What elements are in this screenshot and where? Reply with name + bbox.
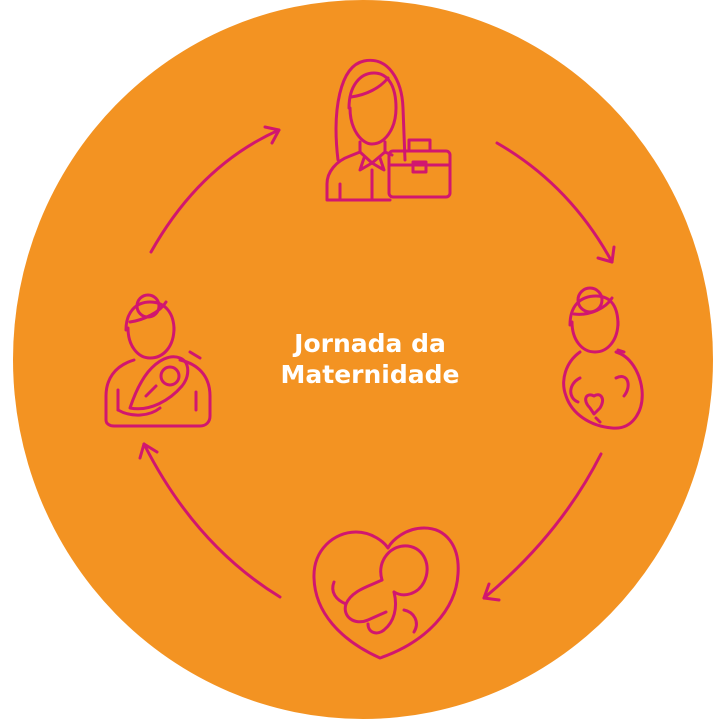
center-title-line-2: Maternidade: [280, 360, 460, 389]
arrow-top-left: [149, 125, 281, 254]
mother-holding-baby-icon: [104, 293, 212, 428]
background-circle: [13, 0, 713, 719]
diagram-center-title: Jornada da Maternidade: [250, 328, 490, 390]
center-title-line-1: Jornada da: [294, 329, 446, 358]
pregnant-woman-heart-icon: [562, 286, 644, 430]
arrow-top-right: [495, 141, 616, 264]
working-woman-briefcase-icon: [325, 58, 452, 202]
baby-in-heart-icon: [312, 526, 460, 660]
arrow-bottom-left: [138, 442, 282, 599]
arrow-bottom-right: [482, 452, 603, 602]
